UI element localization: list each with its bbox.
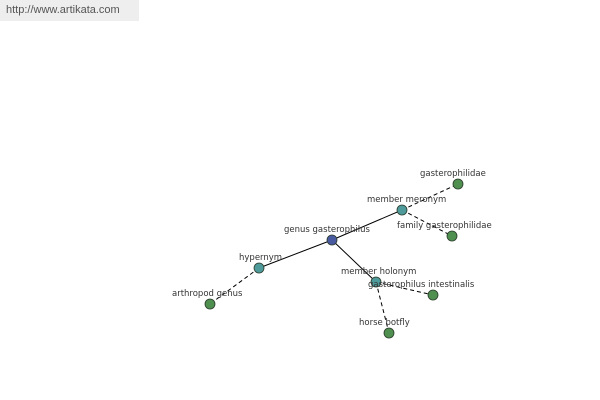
graph-nodes bbox=[204, 178, 464, 339]
edge-root-to-member-meronym bbox=[331, 209, 403, 241]
edge-member-meronym-to-family-gasterophilidae bbox=[401, 209, 453, 237]
node-root[interactable] bbox=[326, 234, 338, 246]
node-label-arthropod-genus[interactable]: arthropod genus bbox=[172, 289, 243, 299]
node-member-meronym[interactable] bbox=[396, 204, 408, 216]
node-family-gasterophilidae[interactable] bbox=[446, 230, 458, 242]
node-label-gasterophilidae[interactable]: gasterophilidae bbox=[420, 169, 486, 179]
graph-labels: genus gasterophilus member meronym hyperny… bbox=[172, 169, 492, 328]
node-hypernym[interactable] bbox=[253, 262, 265, 274]
graph-edges bbox=[209, 183, 459, 334]
edge-root-to-hypernym bbox=[258, 239, 333, 269]
node-gasterophilus-intestinalis[interactable] bbox=[427, 289, 439, 301]
node-label-horse-botfly[interactable]: horse botfly bbox=[359, 318, 410, 328]
node-label-hypernym[interactable]: hypernym bbox=[239, 253, 282, 263]
node-label-member-meronym[interactable]: member meronym bbox=[367, 195, 446, 205]
edge-member-holonym-to-gasterophilus-intestinalis bbox=[375, 281, 434, 296]
node-label-family-gasterophilidae[interactable]: family gasterophilidae bbox=[397, 221, 492, 231]
node-label-member-holonym[interactable]: member holonym bbox=[341, 267, 416, 277]
node-gasterophilidae[interactable] bbox=[452, 178, 464, 190]
edge-member-holonym-to-horse-botfly bbox=[375, 281, 390, 334]
site-url-watermark: http://www.artikata.com bbox=[0, 0, 139, 21]
node-arthropod-genus[interactable] bbox=[204, 298, 216, 310]
node-horse-botfly[interactable] bbox=[383, 327, 395, 339]
edge-hypernym-to-arthropod-genus bbox=[209, 267, 260, 305]
edge-member-meronym-to-gasterophilidae bbox=[401, 183, 459, 211]
node-label-gasterophilus-intestinalis[interactable]: gasterophilus intestinalis bbox=[368, 280, 475, 290]
node-member-holonym[interactable] bbox=[370, 276, 382, 288]
edge-root-to-member-holonym bbox=[331, 239, 377, 283]
node-label-root[interactable]: genus gasterophilus bbox=[284, 225, 371, 235]
